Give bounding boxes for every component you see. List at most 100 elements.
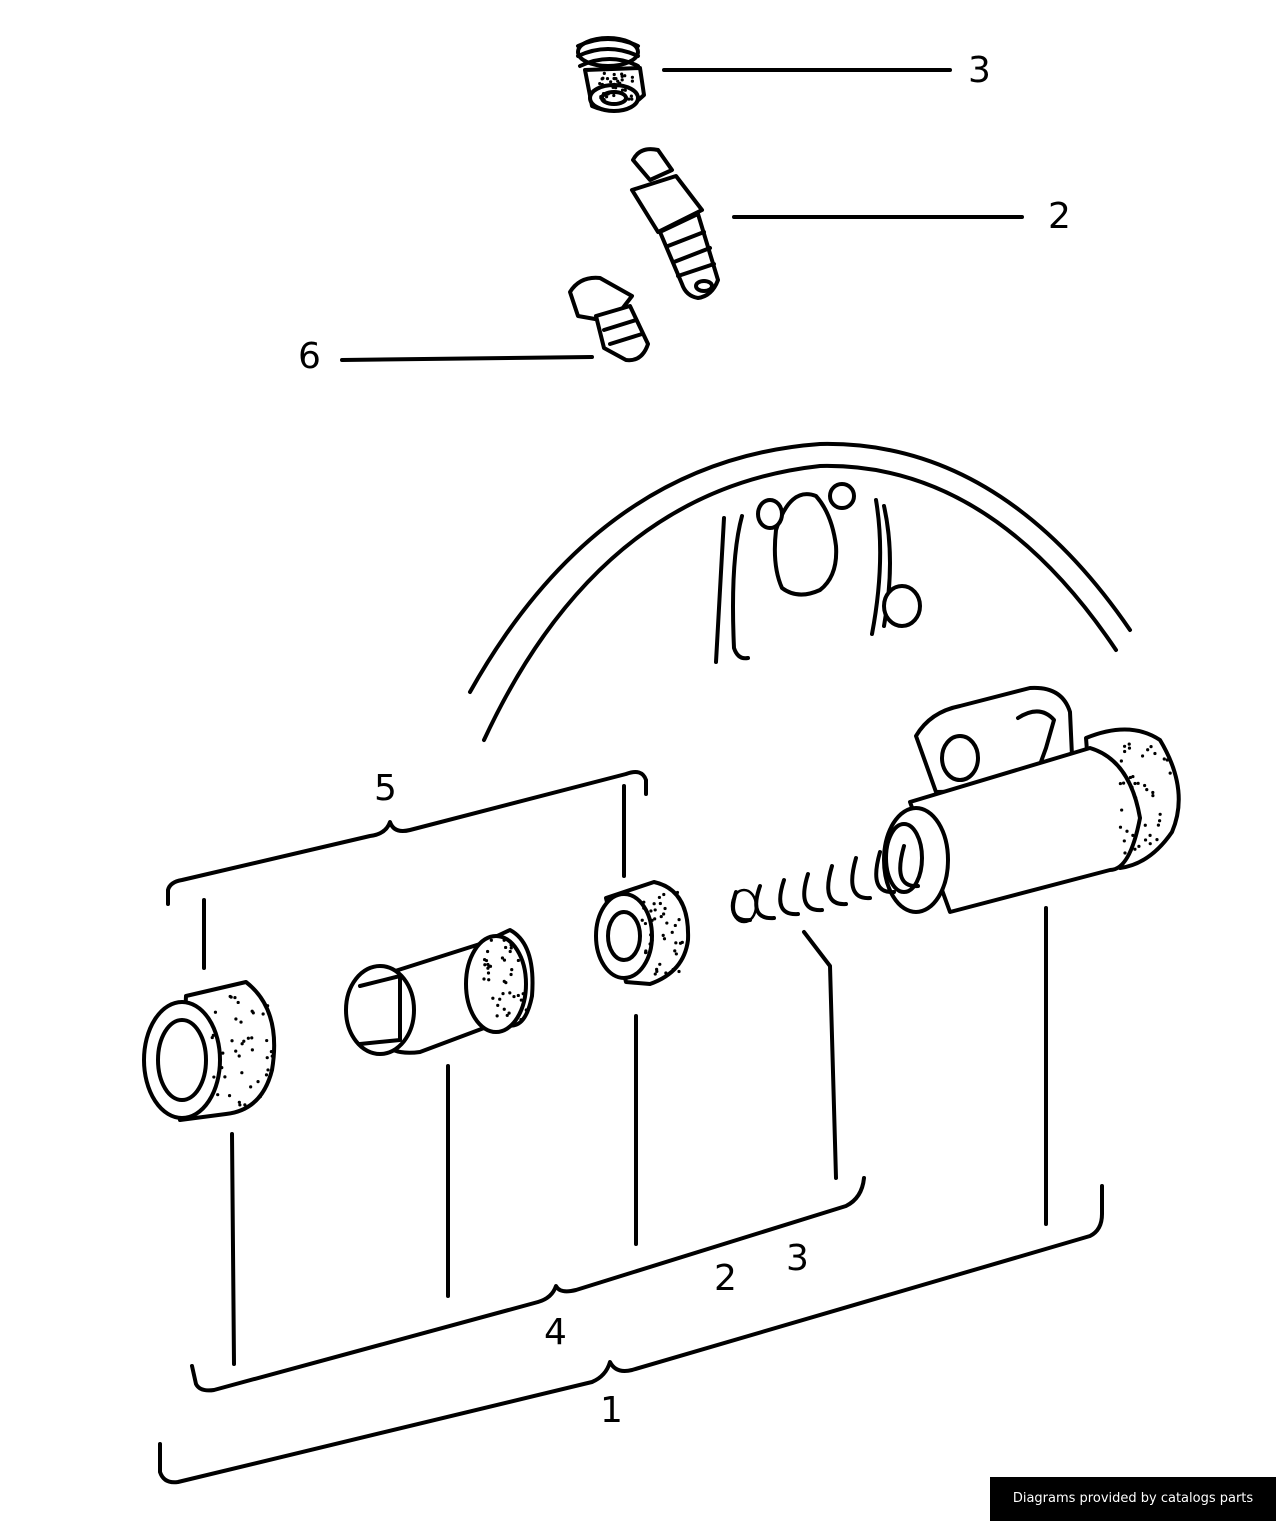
stipple-dot [502, 979, 506, 983]
stipple-dot [612, 72, 616, 77]
stipple-dot [1148, 842, 1152, 846]
stipple-dot [516, 993, 520, 998]
stipple-dot [1121, 781, 1126, 785]
stipple-dot [524, 1008, 528, 1012]
stipple-dot [237, 1100, 241, 1104]
backing-plate [468, 441, 1132, 742]
stipple-dot [246, 1036, 250, 1040]
stipple-dot [599, 96, 603, 100]
stipple-dot [234, 1049, 238, 1053]
stipple-dot [600, 82, 604, 87]
stipple-dot [495, 1014, 499, 1018]
stipple-dot [221, 1051, 225, 1055]
dust-boot [142, 980, 277, 1122]
bleeder-valve-part-2 [630, 147, 720, 300]
stipple-dot [602, 71, 606, 76]
stipple-dot [1140, 754, 1145, 758]
callout-3: 3 [968, 50, 991, 91]
stipple-dot [671, 967, 675, 972]
stipple-dot [627, 97, 631, 101]
stipple-dot [269, 1050, 274, 1054]
stipple-dot [612, 82, 616, 86]
stipple-dot [240, 1042, 244, 1046]
stipple-dot [1128, 775, 1133, 780]
stipple-dot [243, 1103, 247, 1107]
spring [730, 844, 920, 924]
stipple-dot [507, 1011, 511, 1015]
stipple-dot [210, 1035, 214, 1040]
stipple-dot [216, 1093, 220, 1097]
stipple-dot [1146, 748, 1150, 752]
stipple-dot [630, 75, 635, 79]
stipple-dot [658, 962, 662, 966]
stipple-dot [664, 971, 668, 975]
stipple-dot [659, 914, 663, 919]
stipple-dot [230, 1039, 234, 1043]
stipple-dot [623, 88, 627, 92]
stipple-dot [264, 1073, 269, 1077]
stipple-dot [675, 890, 680, 895]
stipple-dot [662, 937, 667, 941]
stipple-dot [623, 74, 627, 78]
stipple-dot [620, 88, 625, 92]
stipple-dot [1158, 812, 1162, 816]
stipple-dot [516, 958, 520, 963]
stipple-dot [265, 1038, 269, 1043]
stipple-dot [256, 1080, 260, 1084]
stipple-dot [1133, 781, 1137, 786]
stipple-dot [501, 992, 505, 996]
stipple-dot [508, 949, 512, 954]
bracket-1 [158, 1184, 1104, 1485]
dust-cap-part-3 [576, 36, 646, 113]
stipple-dot [1149, 745, 1153, 749]
stipple-dot [616, 79, 620, 83]
stipple-dot [521, 992, 525, 996]
stipple-dot [653, 972, 657, 976]
stipple-dot [598, 81, 602, 86]
stipple-dot [498, 997, 502, 1001]
stipple-dot [643, 921, 648, 926]
stipple-dot [509, 946, 513, 950]
stipple-dot [662, 912, 666, 916]
stipple-dot [680, 940, 684, 944]
stipple-dot [1168, 771, 1172, 775]
stipple-dot [1125, 829, 1129, 833]
stipple-dot [642, 906, 646, 910]
stipple-dot [604, 95, 609, 99]
callout-6: 6 [298, 336, 321, 377]
stipple-dot [655, 967, 659, 971]
stipple-dot [487, 964, 491, 968]
stipple-dot [677, 918, 681, 922]
wheel-cylinder-housing [882, 685, 1181, 914]
stipple-dot [509, 943, 513, 947]
stipple-dot [485, 949, 490, 954]
stipple-dot [616, 84, 620, 88]
stipple-dot [261, 1012, 265, 1016]
stipple-dot [1145, 788, 1149, 792]
stipple-dot [242, 1039, 246, 1043]
stipple-dot [1143, 838, 1148, 842]
stipple-dot [1156, 823, 1161, 827]
stipple-dot [1157, 819, 1162, 823]
stipple-dot [1155, 838, 1159, 842]
stipple-dot [606, 91, 610, 96]
stipple-dot [1122, 839, 1126, 843]
stipple-dot [649, 909, 653, 913]
stipple-dot [1165, 758, 1169, 762]
stipple-dot [502, 1007, 506, 1011]
stipple-dot [673, 949, 677, 953]
stipple-dot [601, 76, 605, 80]
stipple-dot [220, 1066, 224, 1070]
stipple-dot [1143, 783, 1147, 788]
stipple-dot [657, 895, 662, 900]
stipple-dot [249, 1085, 253, 1089]
stipple-dot [1130, 785, 1134, 789]
stipple-dot [649, 933, 653, 937]
stipple-dot [508, 991, 512, 995]
stipple-dot [496, 1003, 500, 1007]
stipple-dot [229, 995, 233, 999]
callout-2: 2 [1048, 196, 1071, 237]
stipple-dot [519, 998, 523, 1002]
stipple-dot [613, 77, 617, 81]
stipple-dot [670, 930, 674, 934]
